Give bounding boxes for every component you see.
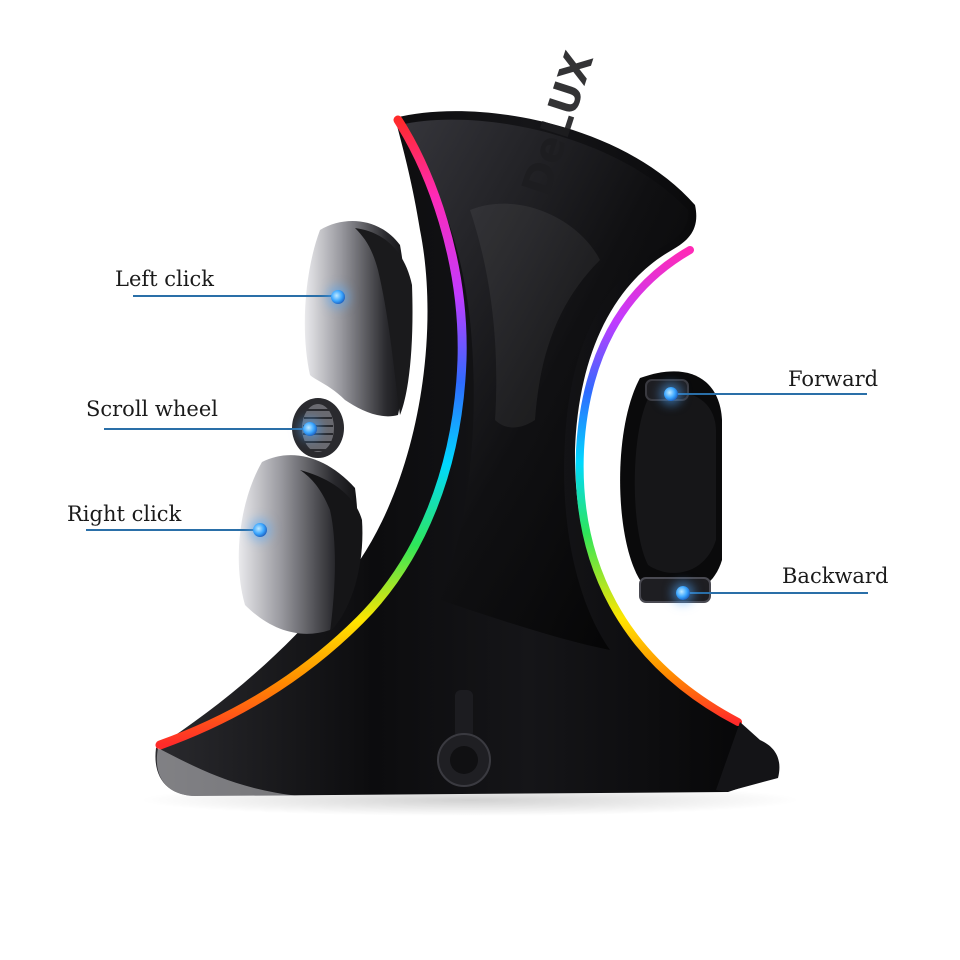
right-rgb-strip — [575, 246, 742, 726]
left-rgb-strip — [155, 115, 467, 750]
glowing-dot-icon — [664, 387, 678, 401]
left-click-label: Left click — [115, 267, 214, 291]
backward-label: Backward — [782, 564, 889, 588]
cable-port — [437, 690, 491, 787]
forward-leader-line — [672, 393, 867, 395]
glowing-dot-icon — [253, 523, 267, 537]
backward-button-shape — [639, 577, 711, 603]
scroll-wheel-leader-line — [104, 428, 310, 430]
backward-leader-line — [684, 592, 868, 594]
forward-label: Forward — [788, 367, 879, 391]
glowing-dot-icon — [331, 290, 345, 304]
scroll-wheel-shape — [292, 398, 344, 458]
scroll-wheel-label: Scroll wheel — [86, 397, 219, 421]
glowing-dot-icon — [303, 422, 317, 436]
right-click-label: Right click — [67, 502, 182, 526]
right-click-leader-line — [86, 529, 258, 531]
left-click-leader-line — [133, 295, 338, 297]
glowing-dot-icon — [676, 586, 690, 600]
